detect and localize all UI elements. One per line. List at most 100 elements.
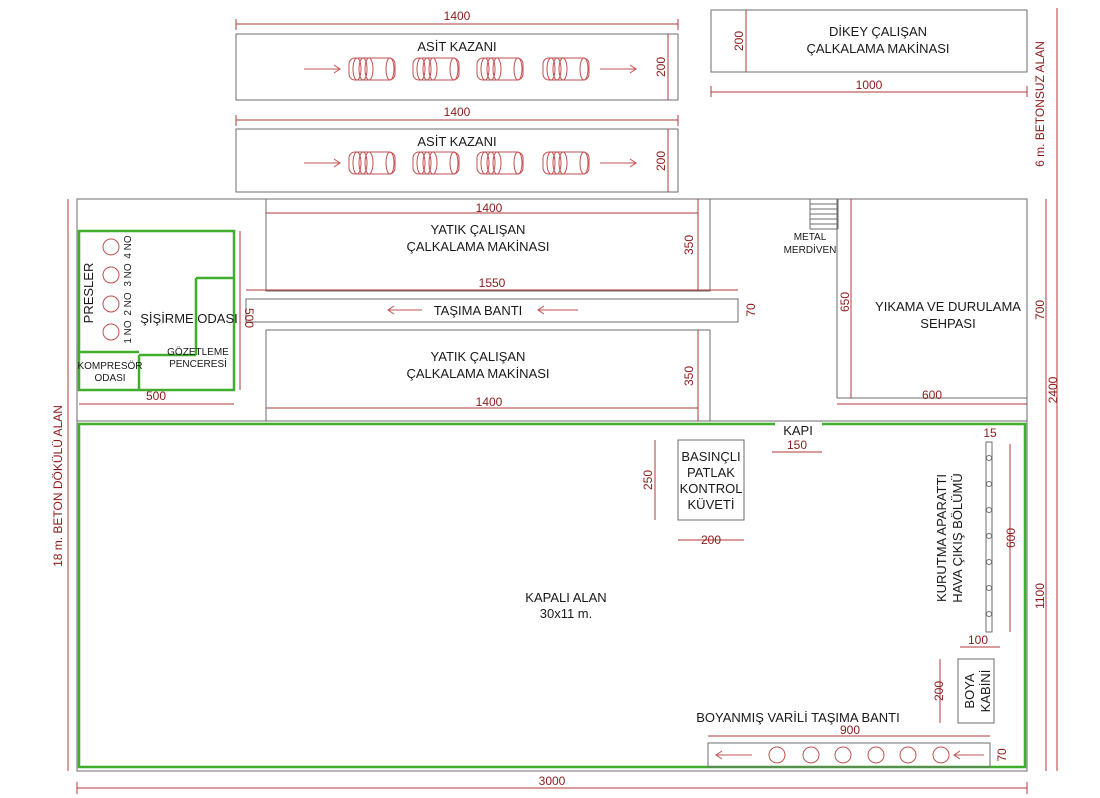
door-width-dim: 150 — [787, 438, 807, 452]
press-icon — [102, 323, 120, 341]
stairs-icon — [809, 199, 839, 230]
pressure-test-label-1: BASINÇLI — [681, 449, 740, 464]
horizontal-mixer-2-width-dim: 1400 — [476, 395, 503, 409]
blowing-room-label: ŞİŞİRME ODASI — [140, 311, 238, 326]
horizontal-mixer-2-height-dim: 350 — [682, 366, 696, 386]
blowing-room-width-dim: 500 — [146, 389, 166, 403]
drum-icon — [412, 57, 460, 81]
washing-outline — [836, 198, 1028, 399]
acid-tank-2-width-dim: 1400 — [444, 105, 471, 119]
drum-icon — [348, 151, 396, 175]
nozzle-icon — [986, 559, 992, 565]
stairs-label-1: METAL — [794, 232, 827, 243]
compressor-label-1: KOMPRESÖR — [77, 360, 142, 372]
pressure-test-height-dim: 250 — [641, 470, 655, 490]
drum-icon — [542, 57, 590, 81]
pressure-test-label-3: KONTROL — [680, 481, 743, 496]
washing-label-2: SEHPASI — [920, 316, 975, 331]
blowing-room-wall — [77, 229, 236, 392]
painted-drum-conveyor: BOYANMIŞ VARİLİ TAŞIMA BANTI 900 70 — [696, 710, 1009, 768]
metal-stairs: METAL MERDİVEN — [784, 199, 839, 256]
acid-tank-1-height-dim: 200 — [654, 57, 668, 77]
nozzle-icon — [986, 533, 992, 539]
pressure-test-label-2: PATLAK — [687, 465, 735, 480]
left-area-label: 18 m. BETON DÖKÜLÜ ALAN — [51, 405, 65, 567]
arrow-right-icon — [304, 158, 341, 168]
acid-tank-1-outline — [235, 33, 679, 101]
pressure-test-tank: BASINÇLI PATLAK KONTROL KÜVETİ 250 200 — [641, 439, 745, 547]
acid-tank-1-label: ASİT KAZANI — [417, 39, 496, 54]
overall-width-dim: 3000 — [539, 774, 566, 788]
press-icon — [102, 266, 120, 284]
door-label: KAPI — [783, 423, 813, 438]
paint-booth-label-2: KABİNİ — [978, 670, 993, 713]
arrow-right-icon — [304, 64, 341, 74]
pressure-test-width-dim: 200 — [701, 533, 721, 547]
arrow-left-icon — [387, 305, 422, 315]
arrow-left-icon — [537, 305, 578, 315]
drum-icon — [768, 746, 786, 764]
presses-label: PRESLER — [81, 263, 96, 324]
closed-area-label-2: 30x11 m. — [540, 606, 593, 621]
nozzle-icon — [986, 611, 992, 617]
drum-icon — [932, 746, 950, 764]
acid-tank-1: 1400 ASİT KAZANI 200 — [235, 9, 679, 101]
door: KAPI 150 — [772, 423, 822, 453]
dryer-bottom-dim: 100 — [968, 633, 988, 647]
vertical-mixer-height-dim: 200 — [732, 31, 746, 51]
painted-conveyor-outline — [707, 742, 991, 768]
dryer-label-1: KURUTMA APARATTI — [934, 474, 949, 602]
drum-icon — [348, 57, 396, 81]
nozzle-icon — [986, 481, 992, 487]
press-number: 3 NO — [123, 263, 134, 287]
dryer-nozzles — [986, 455, 992, 617]
blowing-room: 500 ŞİŞİRME ODASI PRESLER 1 NO 2 NO 3 NO… — [77, 229, 256, 405]
horizontal-mixer-1: 1400 350 YATIK ÇALIŞAN ÇALKALAMA MAKİNAS… — [265, 198, 711, 292]
horizontal-mixer-1-label-2: ÇALKALAMA MAKİNASI — [406, 239, 549, 254]
press-icon — [102, 238, 120, 256]
acid-tank-2: 1400 ASİT KAZANI 200 — [235, 105, 679, 193]
arrow-right-icon — [600, 158, 637, 168]
drum-row — [348, 57, 590, 81]
drum-icon — [802, 746, 820, 764]
drum-icon — [542, 151, 590, 175]
washing-station: 650 YIKAMA VE DURULAMA SEHPASI 600 — [836, 198, 1028, 405]
press-number: 1 NO — [123, 320, 134, 344]
paint-booth-label-1: BOYA — [962, 673, 977, 708]
closed-area-label-1: KAPALI ALAN — [525, 590, 606, 605]
factory-outer-wall — [76, 198, 1028, 772]
conveyor-height-dim: 70 — [744, 303, 758, 317]
press-number: 4 NO — [123, 235, 134, 259]
dryer-height-dim: 600 — [1004, 528, 1018, 548]
dryer-outline — [985, 441, 993, 633]
drum-icon — [476, 57, 524, 81]
right-total-dim: 2400 — [1046, 376, 1060, 403]
horizontal-mixer-1-width-dim: 1400 — [476, 201, 503, 215]
acid-tank-2-height-dim: 200 — [654, 151, 668, 171]
conveyor-outline — [245, 298, 739, 323]
drum-icon — [899, 746, 917, 764]
dryer-section: 15 600 KURUTMA APARATTI HAVA ÇIKIŞ BÖLÜM… — [934, 426, 1018, 648]
nozzle-icon — [986, 507, 992, 513]
conveyor-width-dim: 1550 — [479, 276, 506, 290]
painted-conveyor-width-dim: 900 — [840, 723, 860, 737]
conveyor-label: TAŞIMA BANTI — [434, 303, 523, 318]
closed-area: KAPALI ALAN 30x11 m. — [77, 422, 1027, 769]
arrow-right-icon — [600, 64, 637, 74]
acid-tank-1-width-dim: 1400 — [444, 9, 471, 23]
stairs-label-2: MERDİVEN — [784, 243, 837, 256]
washing-height-dim: 650 — [838, 292, 852, 312]
right-area-label: 6 m. BETONSUZ ALAN — [1033, 41, 1047, 167]
horizontal-mixer-2: 350 YATIK ÇALIŞAN ÇALKALAMA MAKİNASI 140… — [265, 329, 711, 422]
horizontal-mixer-2-outline — [265, 329, 711, 422]
horizontal-mixer-1-label-1: YATIK ÇALIŞAN — [431, 222, 526, 237]
observation-label-2: PENCERESİ — [169, 357, 227, 370]
vertical-mixer: 200 DİKEY ÇALIŞAN ÇALKALAMA MAKİNASI 100… — [710, 9, 1028, 97]
drum-icon — [834, 746, 852, 764]
vertical-mixer-outline — [710, 9, 1028, 73]
dryer-label-2: HAVA ÇIKIŞ BÖLÜMÜ — [950, 473, 965, 603]
paint-booth: BOYA KABİNİ 200 — [932, 658, 995, 724]
drum-icon — [412, 151, 460, 175]
horizontal-mixer-2-label-1: YATIK ÇALIŞAN — [431, 349, 526, 364]
